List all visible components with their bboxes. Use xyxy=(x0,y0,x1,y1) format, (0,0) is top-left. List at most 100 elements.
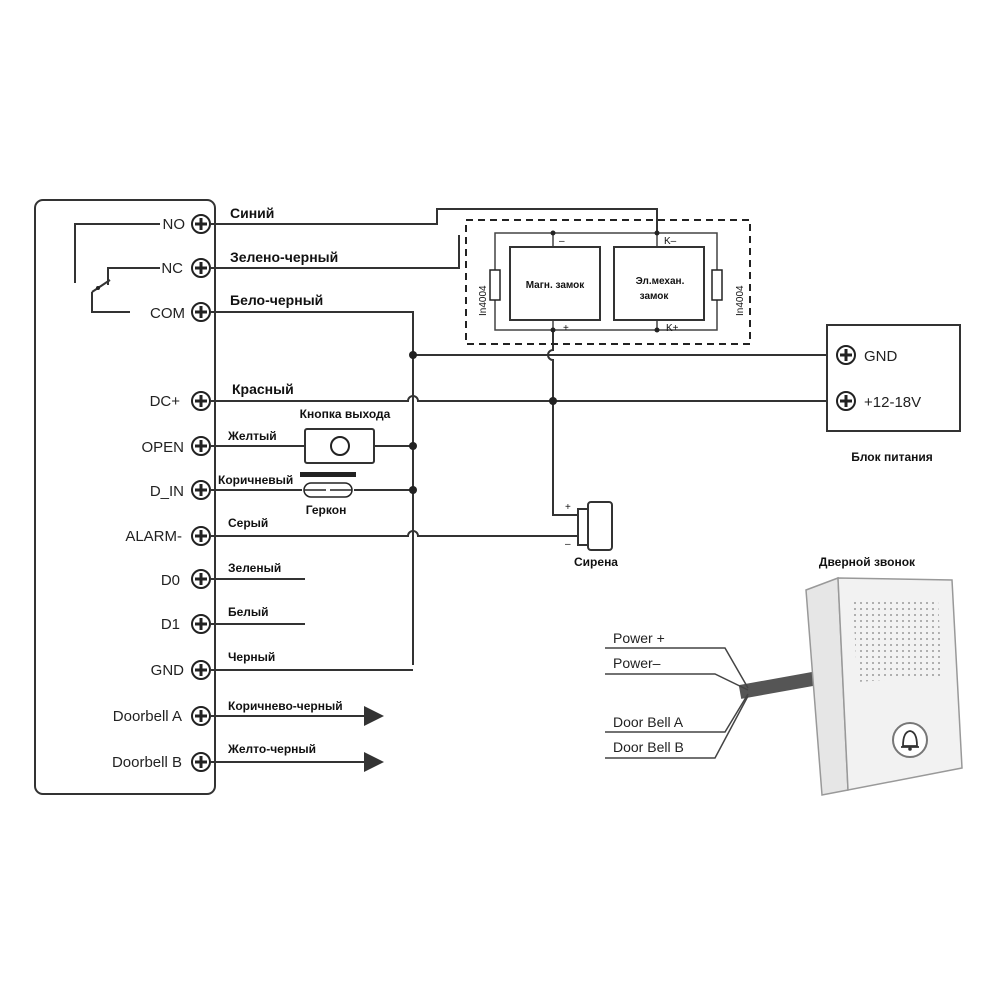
screw-icon xyxy=(190,301,212,323)
wire-label-nc: Зелено-черный xyxy=(230,249,338,265)
power-vplus-label: +12-18V xyxy=(864,394,921,411)
terminal-d1-label: D1 xyxy=(161,616,180,633)
wire-alarm xyxy=(210,530,578,537)
mag-lock-plus: + xyxy=(563,323,569,334)
terminal-no: NO xyxy=(163,213,212,235)
wire-label-dcplus: Красный xyxy=(232,381,294,397)
junction-dot xyxy=(409,486,417,494)
terminal-din: D_IN xyxy=(150,479,212,501)
terminal-alarm: ALARM- xyxy=(125,525,212,547)
doorbell-title: Дверной звонок xyxy=(819,555,916,569)
mag-lock xyxy=(509,246,601,321)
screw-icon xyxy=(190,213,212,235)
wire-label-doorbella: Коричнево-черный xyxy=(228,699,343,713)
power-gnd-label: GND xyxy=(864,348,898,365)
terminal-dcplus: DC+ xyxy=(150,390,212,412)
screw-icon xyxy=(190,705,212,727)
power-supply-box xyxy=(826,324,961,432)
screw-icon xyxy=(190,525,212,547)
wire-com xyxy=(210,311,414,665)
wire-label-d1: Белый xyxy=(228,605,269,619)
siren: + – Сирена xyxy=(565,501,618,569)
screw-icon xyxy=(190,479,212,501)
wire-label-com: Бело-черный xyxy=(230,292,323,308)
diode-left-label: In4004 xyxy=(478,285,489,316)
screw-icon xyxy=(190,613,212,635)
lock-block-frame xyxy=(465,219,751,345)
doorbell-wire-label-4: Door Bell B xyxy=(613,739,684,755)
wire-label-no: Синий xyxy=(230,205,274,221)
terminal-din-label: D_IN xyxy=(150,483,184,500)
terminal-no-label: NO xyxy=(163,216,186,233)
bell-button xyxy=(892,722,928,758)
doorbell: Дверной звонок Power + Power– Door Bell … xyxy=(605,555,963,796)
exit-button-label: Кнопка выхода xyxy=(300,407,391,421)
terminal-doorbella: Doorbell A xyxy=(113,705,212,727)
reed-switch-label: Геркон xyxy=(306,503,347,517)
terminal-open-label: OPEN xyxy=(141,439,184,456)
mech-lock-kplus: K+ xyxy=(666,323,679,334)
terminal-nc: NC xyxy=(161,257,212,279)
junction-dot xyxy=(409,351,417,359)
diode-right-icon xyxy=(711,269,723,301)
terminal-open: OPEN xyxy=(141,435,212,457)
reed-switch: Геркон xyxy=(300,472,356,517)
mech-lock-kminus: K– xyxy=(664,236,677,247)
wire-nc xyxy=(210,235,460,269)
junction-dot xyxy=(549,397,557,405)
mag-lock-minus: – xyxy=(559,236,565,247)
controller-body xyxy=(34,199,216,795)
siren-label: Сирена xyxy=(574,555,618,569)
terminal-d0: D0 xyxy=(161,568,212,590)
exit-button: Кнопка выхода xyxy=(300,407,391,464)
wire-label-gnd: Черный xyxy=(228,650,275,664)
terminal-gnd: GND xyxy=(151,659,212,681)
terminal-doorbellb-label: Doorbell B xyxy=(112,754,182,771)
controller xyxy=(34,199,216,795)
wire-label-d0: Зеленый xyxy=(228,561,281,575)
wire-label-open: Желтый xyxy=(227,429,277,443)
doorbell-wire-3 xyxy=(605,693,749,733)
screw-icon xyxy=(190,751,212,773)
mech-lock-label-1: Эл.механ. xyxy=(636,276,685,287)
terminal-doorbellb: Doorbell B xyxy=(112,751,212,773)
terminal-nc-label: NC xyxy=(161,260,183,277)
bell-icon xyxy=(901,730,919,748)
junction-dot xyxy=(409,442,417,450)
wire-no xyxy=(210,208,658,233)
wire-lock-plus xyxy=(547,330,578,516)
terminal-d0-label: D0 xyxy=(161,572,180,589)
terminal-dcplus-label: DC+ xyxy=(150,393,181,410)
siren-icon xyxy=(587,501,613,551)
terminal-alarm-label: ALARM- xyxy=(125,528,182,545)
lock-block: In4004 In4004 Магн. замок – + Эл.механ. … xyxy=(465,219,751,345)
diode-left-icon xyxy=(489,269,501,301)
screw-icon xyxy=(835,390,857,412)
doorbell-cable xyxy=(738,671,820,699)
mech-lock xyxy=(613,246,705,321)
diode-right-label: In4004 xyxy=(735,285,746,316)
terminal-d1: D1 xyxy=(161,613,212,635)
doorbell-wire-label-2: Power– xyxy=(613,655,661,671)
doorbell-wire-1 xyxy=(605,647,749,689)
doorbell-wire-label-1: Power + xyxy=(613,630,665,646)
doorbell-wire-2 xyxy=(605,673,749,691)
terminal-gnd-label: GND xyxy=(151,662,185,679)
wire-label-alarm: Серый xyxy=(228,516,268,530)
speaker-grille xyxy=(853,598,942,682)
power-supply-caption: Блок питания xyxy=(851,450,933,464)
mag-lock-label: Магн. замок xyxy=(526,280,586,291)
mech-lock-label-2: замок xyxy=(640,291,670,302)
wire-dcplus xyxy=(210,395,835,402)
screw-icon xyxy=(190,435,212,457)
screw-icon xyxy=(835,344,857,366)
doorbell-wire-4 xyxy=(605,695,749,759)
terminal-doorbella-label: Doorbell A xyxy=(113,708,182,725)
screw-icon xyxy=(190,390,212,412)
wire-label-din: Коричневый xyxy=(218,473,293,487)
terminal-com: COM xyxy=(150,301,212,323)
siren-minus: – xyxy=(565,539,571,550)
screw-icon xyxy=(190,257,212,279)
power-supply: GND +12-18V Блок питания xyxy=(826,324,961,464)
